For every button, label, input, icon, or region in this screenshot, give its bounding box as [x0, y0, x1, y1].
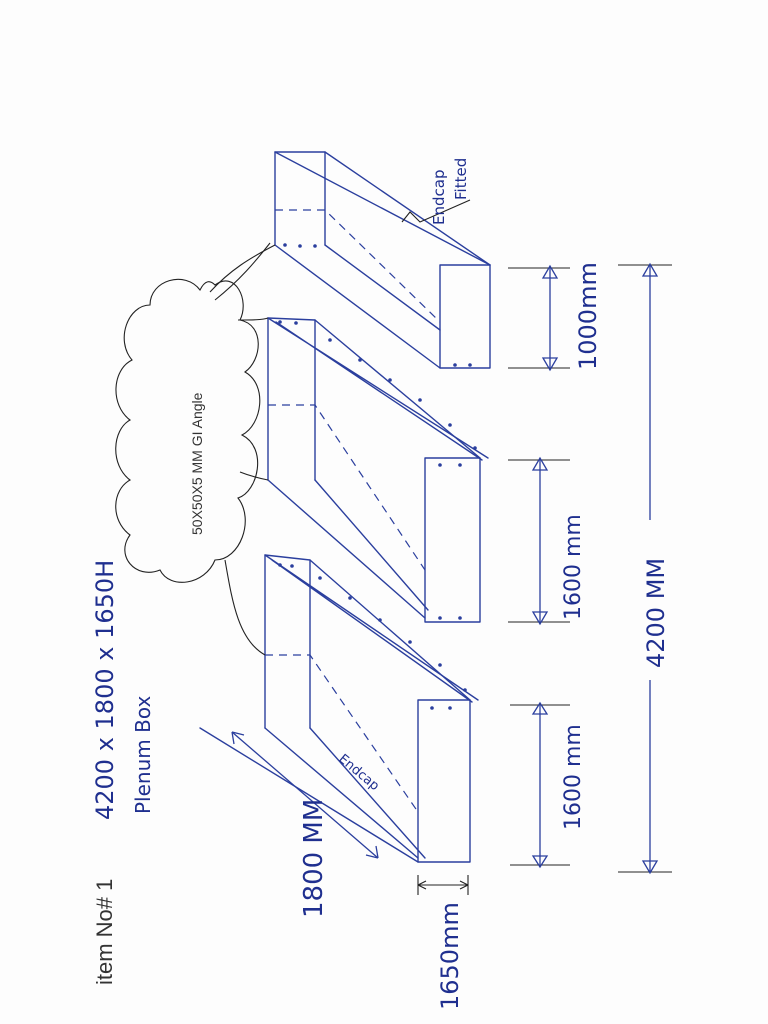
dim-seg-right-label: 1000mm — [574, 262, 602, 370]
holes-middle — [278, 320, 477, 620]
dim-seg-mid-label: 1600 mm — [561, 514, 586, 620]
dim-seg-mid — [508, 456, 570, 626]
holes-right — [283, 243, 472, 367]
angle-callout-cloud — [115, 242, 276, 656]
holes-left — [278, 563, 467, 710]
plenum-name: Plenum Box — [131, 696, 155, 814]
endcap-label: Endcap — [335, 752, 381, 794]
endcap-fitted-label-2: Fitted — [452, 158, 470, 200]
dim-seg-left-label: 1600 mm — [561, 724, 586, 830]
segment-right — [274, 151, 491, 369]
dim-1800 — [231, 731, 379, 859]
plenum-size: 4200 x 1800 x 1650H — [91, 560, 119, 820]
endcap-fitted-label-1: Endcap — [430, 170, 448, 225]
dim-total — [618, 262, 672, 875]
endcap-fitted-leader — [401, 199, 471, 223]
angle-spec-label: 50X50X5 MM GI Angle — [189, 392, 205, 535]
dim-1650 — [417, 875, 469, 895]
item-number: item No# 1 — [92, 879, 117, 985]
dim-seg-right — [508, 264, 570, 372]
dim-1800-label: 1800 MM — [299, 799, 329, 918]
dim-1650-label: 1650mm — [436, 902, 464, 1010]
segment-middle — [267, 317, 489, 623]
segment-left — [199, 554, 479, 863]
dim-total-label: 4200 MM — [642, 558, 670, 668]
dim-seg-left — [510, 701, 570, 869]
